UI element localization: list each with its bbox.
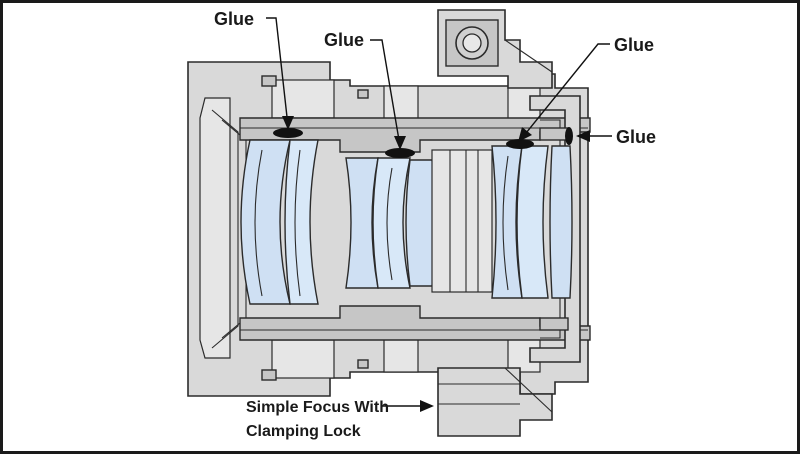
glue-label-2: Glue <box>324 30 364 50</box>
clamp-block-top <box>437 9 553 89</box>
glue-dot-1 <box>273 128 303 138</box>
glue-leader-3 <box>521 43 610 139</box>
lens-group-rear <box>491 145 573 299</box>
glue-dot-3 <box>506 139 534 149</box>
glue-dot-4 <box>565 127 573 145</box>
glue-leader-2 <box>370 39 401 147</box>
glue-label-1: Glue <box>214 9 254 29</box>
glue-label-4: Glue <box>616 127 656 147</box>
spacer-tube <box>431 149 493 293</box>
glue-dot-2 <box>385 148 415 158</box>
focus-caption-line-1: Simple Focus With <box>246 399 389 416</box>
clamping-lock-block <box>437 367 553 437</box>
lens-group-middle <box>345 157 437 289</box>
glue-leader-1 <box>266 17 289 127</box>
glue-label-3: Glue <box>614 35 654 55</box>
focus-caption-line-2: Clamping Lock <box>246 423 361 440</box>
lens-group-front <box>240 139 319 305</box>
